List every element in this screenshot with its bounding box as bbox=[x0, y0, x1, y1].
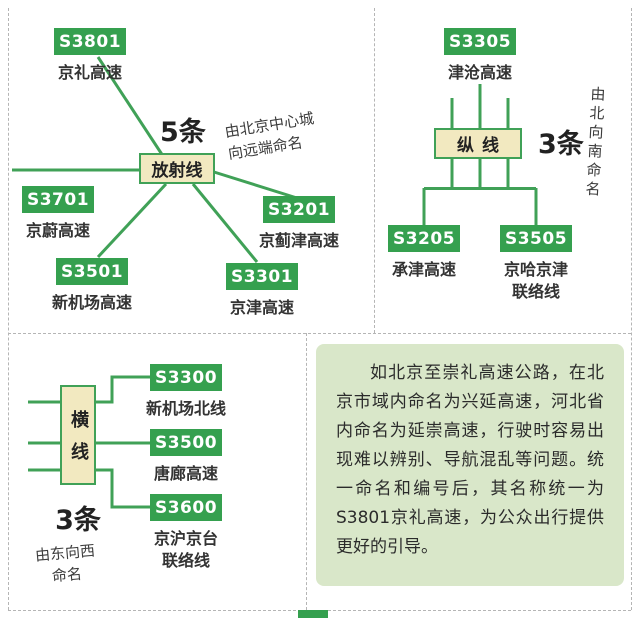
road-code-badge: S3305 bbox=[444, 28, 516, 55]
road-code-badge: S3205 bbox=[388, 225, 460, 252]
horizontal-node: 横线 bbox=[60, 385, 96, 485]
road-name: 唐廊高速 bbox=[153, 464, 218, 483]
road-code-badge: S3301 bbox=[226, 263, 298, 290]
road-code-badge: S3501 bbox=[56, 258, 128, 285]
road-name: 新机场高速 bbox=[51, 293, 132, 312]
frame-left-dashed bbox=[8, 8, 9, 610]
road-code-badge: S3600 bbox=[150, 494, 222, 521]
road-name-line2: 联络线 bbox=[161, 551, 210, 570]
radial-count: 5条 bbox=[160, 117, 206, 148]
explanation-text: 如北京至崇礼高速公路，在北京市域内命名为兴延高速，河北省内命名为延崇高速，行驶时… bbox=[336, 363, 604, 557]
vertical-count: 3条 bbox=[538, 129, 584, 160]
explanation-box: 如北京至崇礼高速公路，在北京市域内命名为兴延高速，河北省内命名为延崇高速，行驶时… bbox=[316, 344, 624, 586]
road-name: 承津高速 bbox=[391, 260, 456, 279]
road-name: 京礼高速 bbox=[57, 63, 122, 82]
vertical-node: 纵线 bbox=[434, 128, 522, 159]
partial-badge-bottom bbox=[298, 610, 328, 618]
road-name: 京蔚高速 bbox=[25, 221, 90, 240]
road-name: 新机场北线 bbox=[145, 399, 226, 418]
horizontal-count: 3条 bbox=[55, 505, 101, 536]
divider-horizontal-dashed bbox=[8, 333, 631, 334]
road-name: 京津高速 bbox=[229, 298, 294, 317]
horizontal-note: 由东向西 命名 bbox=[24, 539, 108, 590]
road-code-badge: S3300 bbox=[150, 364, 222, 391]
road-code-badge: S3701 bbox=[22, 186, 94, 213]
frame-right-dashed bbox=[631, 8, 632, 610]
road-code-badge: S3500 bbox=[150, 429, 222, 456]
road-code-badge: S3801 bbox=[54, 28, 126, 55]
road-name: 京哈京津 bbox=[503, 260, 568, 279]
road-code-badge: S3201 bbox=[263, 196, 335, 223]
road-name: 津沧高速 bbox=[447, 63, 512, 82]
divider-bottom-vertical-dashed bbox=[306, 333, 307, 610]
radial-node: 放射线 bbox=[139, 153, 215, 184]
divider-top-vertical-dashed bbox=[374, 8, 375, 333]
road-name: 京蓟津高速 bbox=[258, 231, 339, 250]
road-name-line2: 联络线 bbox=[511, 282, 560, 301]
road-code-badge: S3505 bbox=[500, 225, 572, 252]
road-name: 京沪京台 bbox=[153, 529, 218, 548]
